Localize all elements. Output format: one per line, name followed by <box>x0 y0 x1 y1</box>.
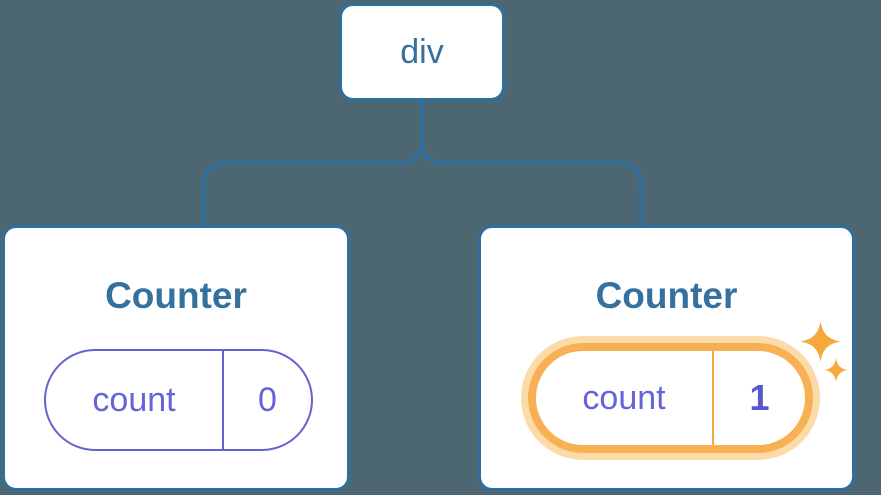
state-pill: count 0 <box>44 349 313 451</box>
sparkle-icon-large <box>800 321 841 362</box>
state-value: 1 <box>749 377 770 418</box>
counter-node-right: Counter count 1 <box>478 225 855 491</box>
root-node: div <box>339 3 505 101</box>
state-key: count <box>92 380 176 419</box>
state-pill-highlighted: count 1 <box>528 343 813 453</box>
state-key: count <box>582 378 666 417</box>
sparkle-icon-small <box>824 358 848 382</box>
pill-divider <box>712 351 714 445</box>
counter-title: Counter <box>595 275 738 316</box>
state-value: 0 <box>258 380 277 419</box>
counter-title: Counter <box>105 275 247 316</box>
tree-edge-left <box>202 101 424 226</box>
tree-edge-right <box>420 101 643 226</box>
pill-divider <box>222 351 224 449</box>
root-node-label: div <box>400 32 444 71</box>
counter-node-left: Counter count 0 <box>2 225 350 491</box>
